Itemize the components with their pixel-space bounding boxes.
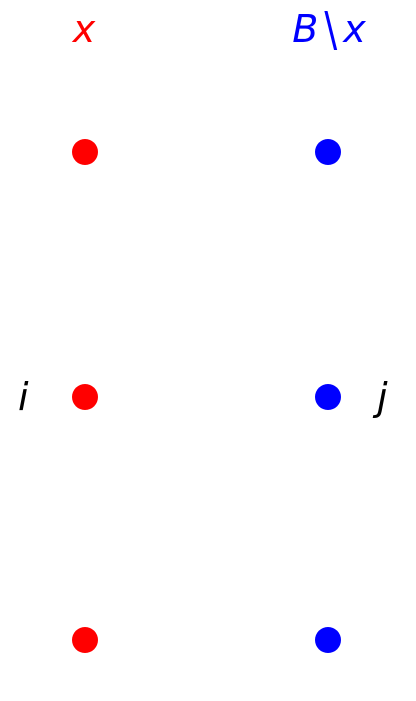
left-dot-bottom [72, 627, 98, 653]
left-dot-middle [72, 384, 98, 410]
right-dot-bottom [315, 627, 341, 653]
right-header-element: x [343, 7, 366, 51]
setminus-symbol: \ [324, 1, 338, 57]
right-column-header: B\x [292, 5, 366, 53]
left-side-label: i [18, 375, 29, 419]
right-dot-top [315, 139, 341, 165]
right-side-label: j [377, 375, 388, 419]
left-dot-top [72, 139, 98, 165]
right-dot-middle [315, 384, 341, 410]
left-column-header: x [72, 7, 96, 51]
right-header-set: B [292, 7, 319, 51]
